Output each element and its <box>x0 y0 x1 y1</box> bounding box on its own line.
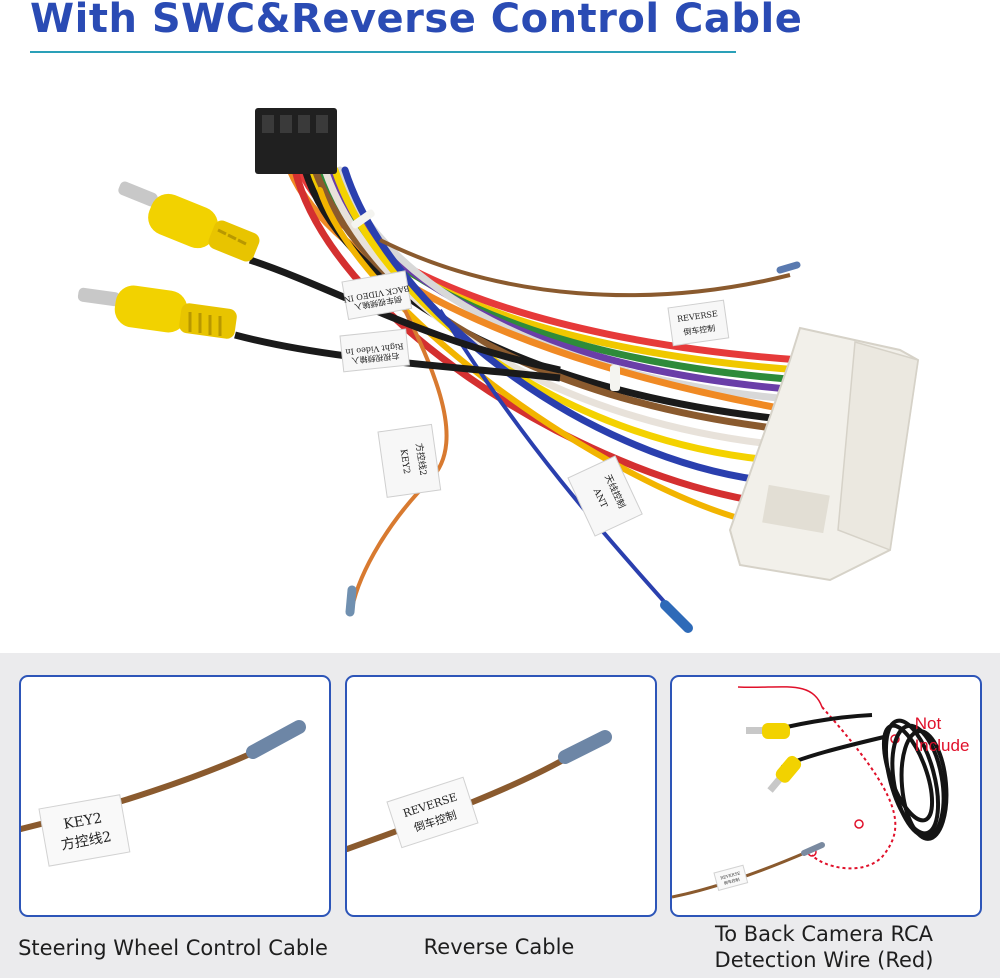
wire-tip-icon <box>776 261 801 274</box>
panel-camera-detection: REVERSE 倒车控制 Not Include <box>670 675 982 917</box>
rca-plug-icon <box>77 285 237 339</box>
panel-steering-wheel-control: KEY2 方控线2 <box>19 675 331 917</box>
brown-wire <box>347 752 575 852</box>
not-include-line2: Include <box>915 736 970 755</box>
label-reverse: REVERSE 倒车控制 <box>667 299 730 347</box>
wire-tag: KEY2 方控线2 <box>38 794 131 867</box>
svg-text:KEY2: KEY2 <box>62 810 103 832</box>
not-include-line1: Not <box>915 714 942 733</box>
page-title: With SWC&Reverse Control Cable <box>30 0 803 42</box>
label-ant: ANT 天线控制 <box>567 455 643 537</box>
svg-text:REVERSE: REVERSE <box>720 870 741 880</box>
red-wire <box>737 686 823 708</box>
caption-line-2: Detection Wire (Red) <box>714 948 934 972</box>
wire-harness-photo: BACK VIDEO IN 倒车视频输入 Right Video In 右视视频… <box>0 60 1000 650</box>
wire-tip-icon <box>801 842 825 856</box>
rca-cable-top <box>248 256 561 374</box>
rca-plug-icon <box>746 723 790 739</box>
caption-steering-wheel: Steering Wheel Control Cable <box>18 936 328 960</box>
camera-cable-coil-icon <box>766 713 949 841</box>
svg-text:倒车控制: 倒车控制 <box>723 876 740 886</box>
label-back-video-in: BACK VIDEO IN 倒车视频输入 <box>341 270 413 321</box>
caption-reverse-cable: Reverse Cable <box>423 935 575 959</box>
wire-tag: REVERSE 倒车控制 <box>713 864 749 891</box>
rca-plug-icon <box>767 755 802 793</box>
label-key2: KEY2 方控线2 <box>377 423 442 498</box>
svg-text:倒车控制: 倒车控制 <box>683 323 716 337</box>
wire-tip-icon <box>345 585 357 617</box>
red-dotted-wire <box>811 706 897 870</box>
label-right-video-in: Right Video In 右视视频输入 <box>339 328 410 373</box>
panel-reverse-cable: REVERSE 倒车控制 <box>345 675 657 917</box>
caption-line-1: To Back Camera RCA <box>714 922 934 946</box>
wire-tip-icon <box>660 600 693 633</box>
ant-wire <box>438 308 687 627</box>
rca-plug-icon <box>118 181 260 262</box>
wire-tip-icon <box>558 730 612 764</box>
detail-section: KEY2 方控线2 REVERSE 倒车控制 <box>0 653 1000 978</box>
svg-text:KEY2: KEY2 <box>398 449 411 475</box>
connector-block-icon <box>255 108 337 174</box>
caption-camera-detection: To Back Camera RCA Detection Wire (Red) <box>668 921 980 973</box>
wire-tag: REVERSE 倒车控制 <box>386 776 479 849</box>
title-underline <box>30 51 736 53</box>
reverse-wire <box>379 238 791 298</box>
wire-bundle <box>286 166 804 523</box>
connector-block-icon <box>728 326 920 582</box>
wire-tip-icon <box>246 720 306 759</box>
